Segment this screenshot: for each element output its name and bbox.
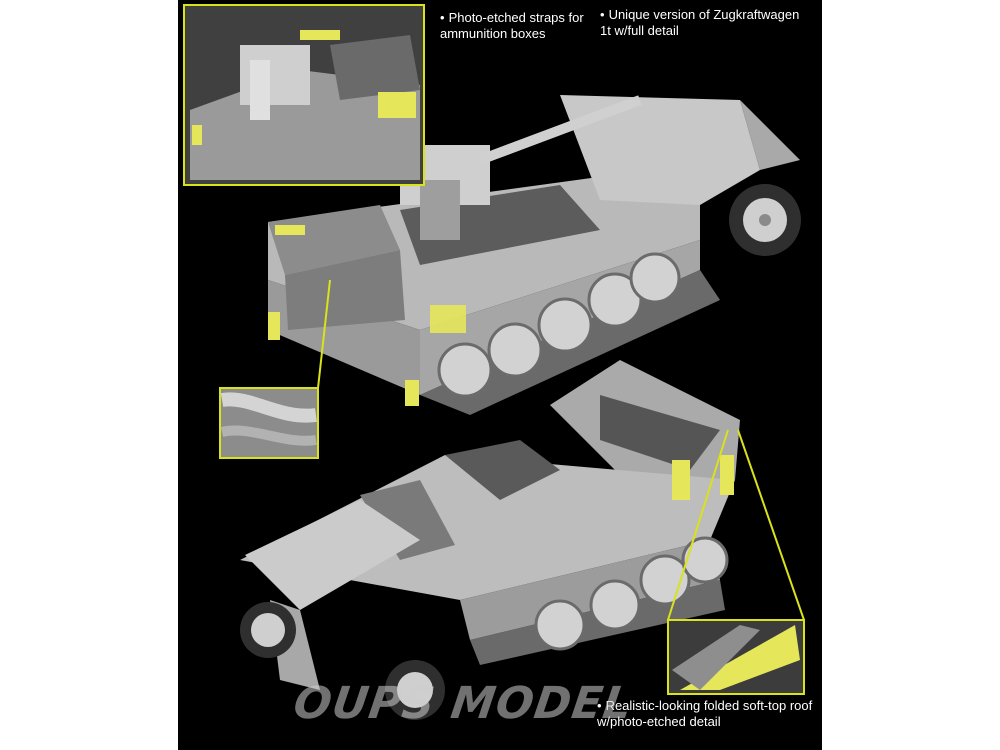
inset-soft-top [667, 619, 805, 695]
inset-ammo-straps [183, 4, 425, 186]
callout-unique-version: •Unique version of Zugkraftwagen 1t w/fu… [600, 7, 810, 39]
callout-soft-top: •Realistic-looking folded soft-top roof … [597, 698, 817, 730]
callout-leader-lines [317, 279, 805, 621]
watermark: OUPS MODEL [290, 678, 636, 729]
callout-unique-version-text: Unique version of Zugkraftwagen 1t w/ful… [600, 7, 800, 38]
inset-canvas-detail [219, 387, 319, 459]
callout-photo-etched-straps: •Photo-etched straps for ammunition boxe… [440, 10, 590, 42]
bullet-icon: • [597, 698, 602, 713]
upper-halftrack-model [268, 95, 801, 415]
callout-soft-top-text: Realistic-looking folded soft-top roof w… [597, 698, 813, 729]
bullet-icon: • [600, 7, 605, 22]
lower-halftrack-model [240, 360, 740, 720]
callout-photo-etched-straps-text: Photo-etched straps for ammunition boxes [440, 10, 584, 41]
bullet-icon: • [440, 10, 445, 25]
